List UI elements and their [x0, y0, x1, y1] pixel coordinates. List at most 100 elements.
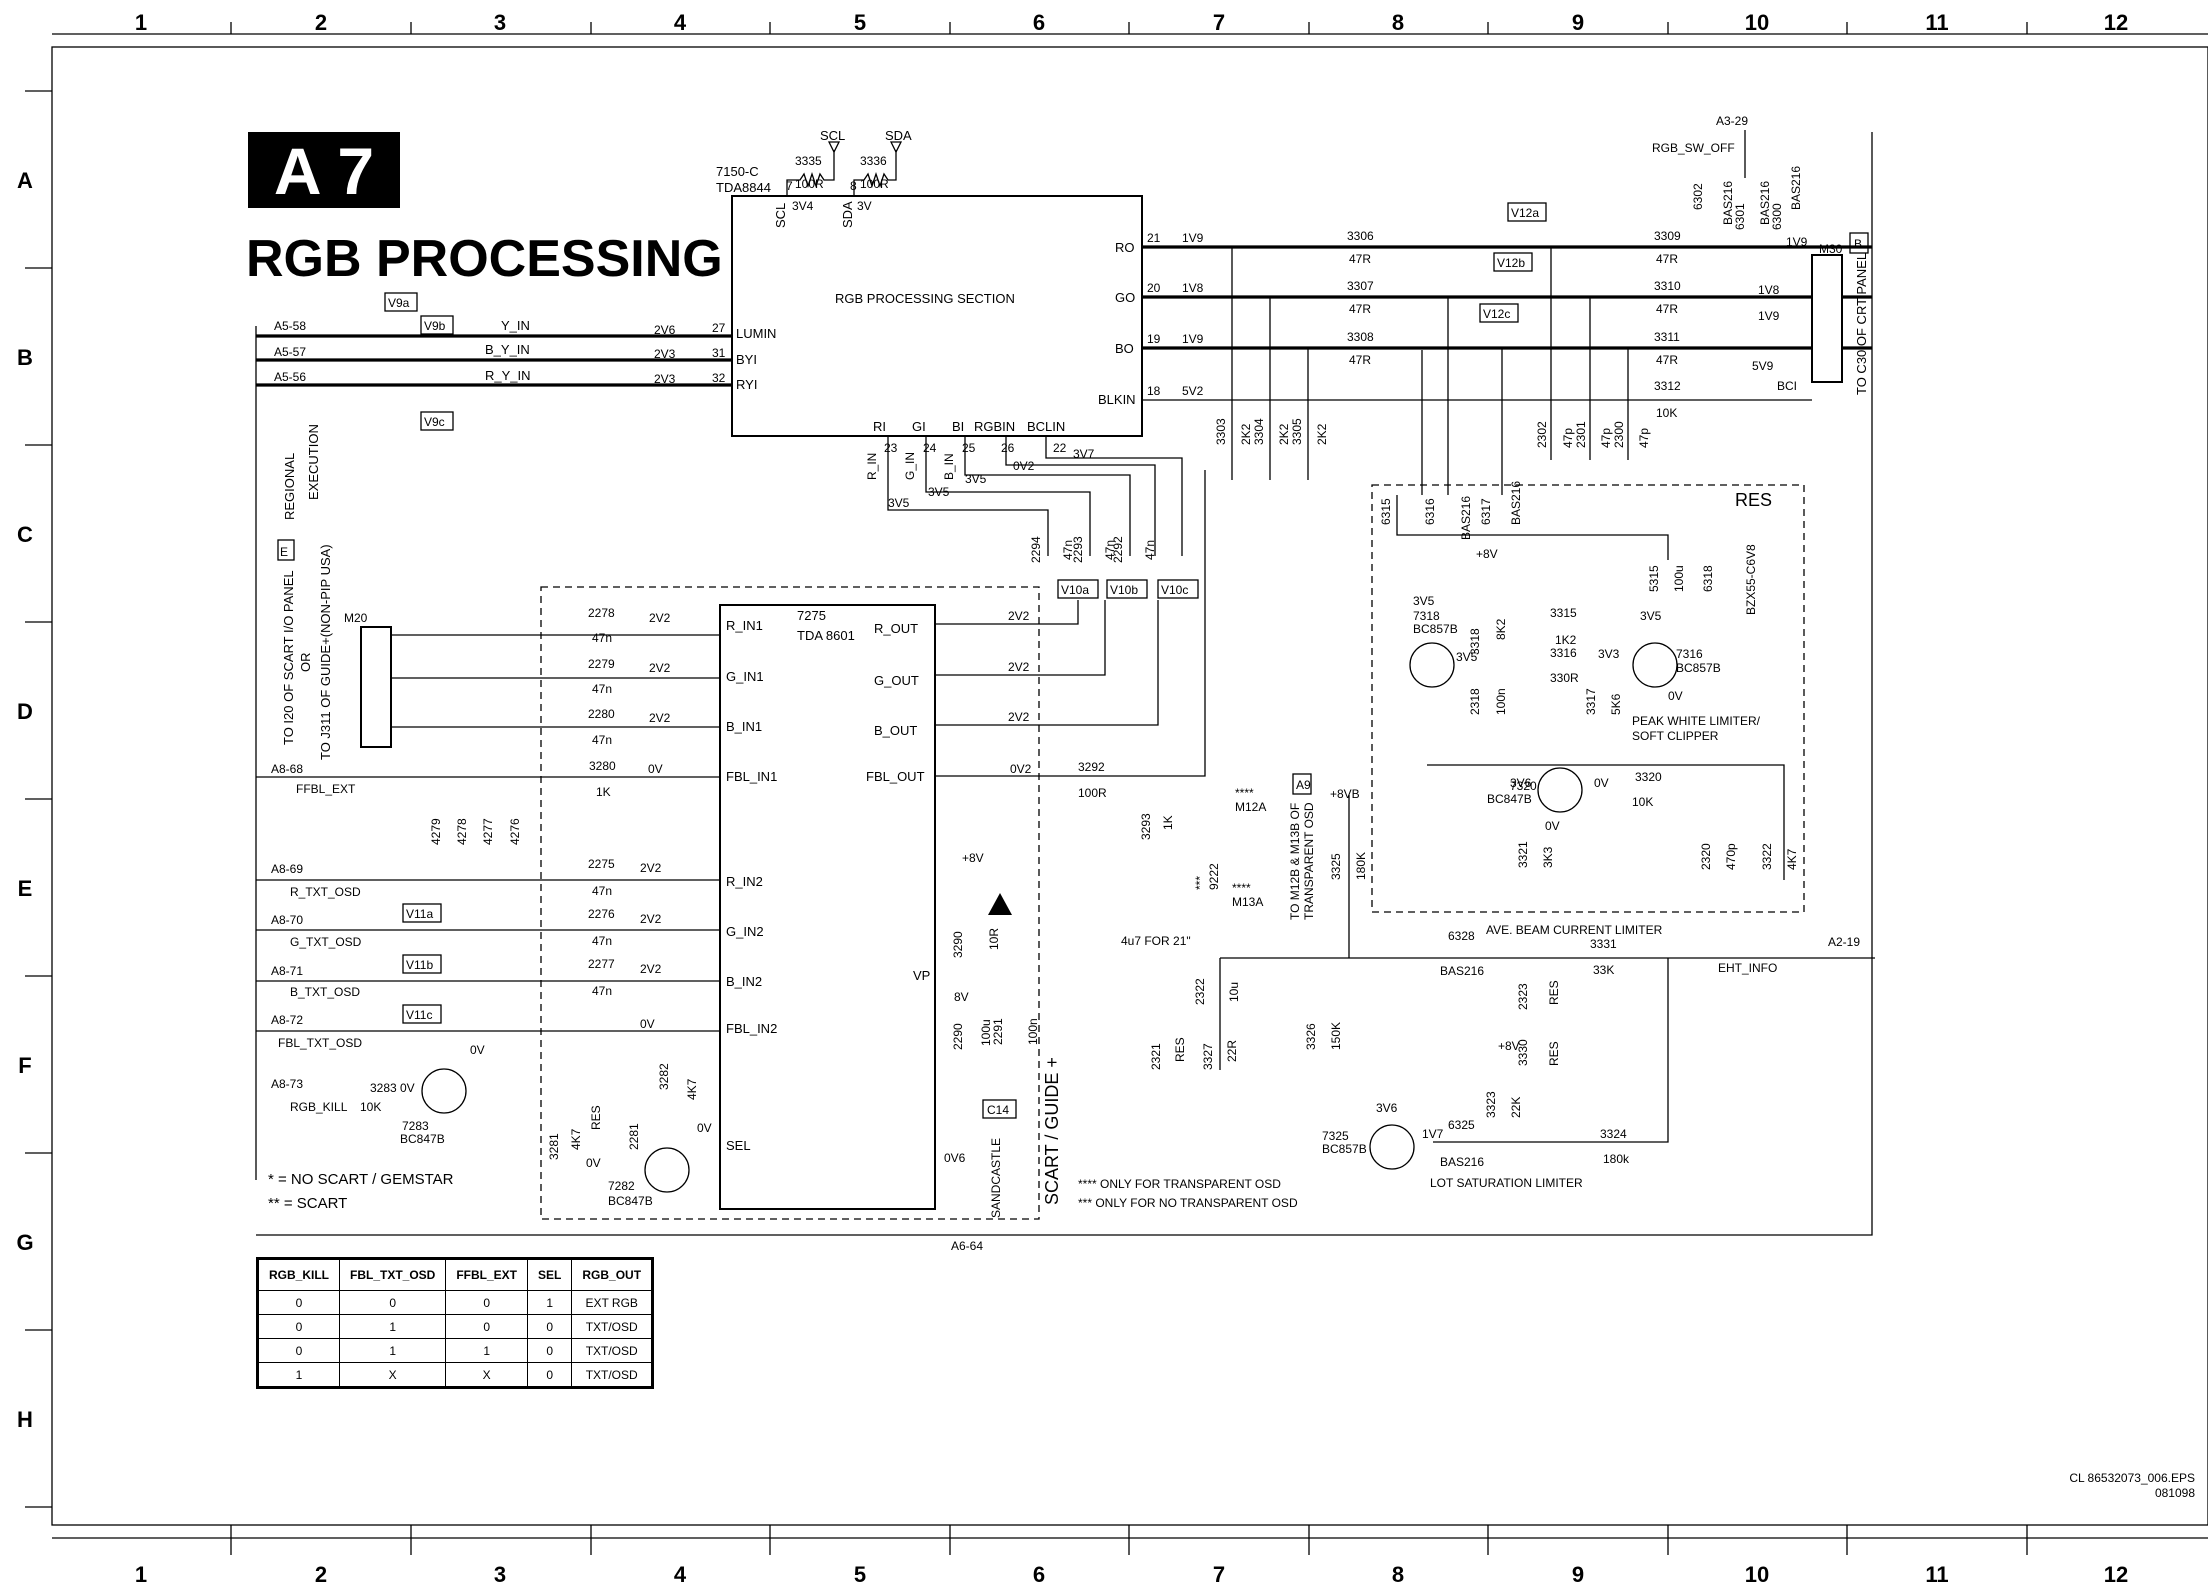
table-cell: 0 [338, 1290, 447, 1315]
svg-text:3327: 3327 [1201, 1043, 1215, 1070]
svg-text:BC857B: BC857B [1413, 622, 1458, 636]
svg-text:BC847B: BC847B [400, 1132, 445, 1146]
svg-text:2301: 2301 [1574, 421, 1588, 448]
svg-text:2320: 2320 [1699, 843, 1713, 870]
svg-text:TO J311 OF GUIDE+(NON-PIP USA): TO J311 OF GUIDE+(NON-PIP USA) [318, 544, 333, 760]
svg-text:3V5: 3V5 [1456, 650, 1478, 664]
svg-text:B_OUT: B_OUT [874, 723, 917, 738]
svg-text:A9: A9 [1296, 778, 1311, 792]
svg-text:B_IN1: B_IN1 [726, 719, 762, 734]
svg-text:12: 12 [2104, 10, 2128, 35]
svg-text:100u: 100u [979, 1019, 993, 1046]
svg-text:A8-71: A8-71 [271, 964, 303, 978]
svg-text:3323: 3323 [1484, 1091, 1498, 1118]
svg-text:M30: M30 [1819, 242, 1843, 256]
svg-text:0V: 0V [586, 1156, 601, 1170]
svg-text:22R: 22R [1225, 1040, 1239, 1062]
svg-text:PEAK WHITE LIMITER/: PEAK WHITE LIMITER/ [1632, 714, 1761, 728]
svg-text:AVE. BEAM CURRENT LIMITER: AVE. BEAM CURRENT LIMITER [1486, 923, 1663, 937]
svg-text:22: 22 [1053, 441, 1067, 455]
svg-text:RGB_KILL: RGB_KILL [290, 1100, 348, 1114]
svg-text:47R: 47R [1656, 252, 1678, 266]
svg-text:0V: 0V [400, 1081, 415, 1095]
svg-text:BC857B: BC857B [1322, 1142, 1367, 1156]
svg-text:LUMIN: LUMIN [736, 326, 776, 341]
svg-text:2V2: 2V2 [1008, 609, 1030, 623]
drawing-frame [51, 46, 2208, 1526]
svg-text:32: 32 [712, 371, 726, 385]
svg-text:3315: 3315 [1550, 606, 1577, 620]
svg-text:7150-C: 7150-C [716, 164, 759, 179]
svg-text:6: 6 [1033, 10, 1045, 35]
svg-text:4278: 4278 [455, 818, 469, 845]
svg-text:SDA: SDA [840, 201, 855, 228]
svg-text:2V2: 2V2 [649, 611, 671, 625]
svg-text:6301: 6301 [1733, 203, 1747, 230]
svg-text:R_TXT_OSD: R_TXT_OSD [290, 885, 361, 899]
svg-text:R_IN1: R_IN1 [726, 618, 763, 633]
svg-text:BAS216: BAS216 [1721, 181, 1735, 225]
svg-text:3V5: 3V5 [965, 472, 987, 486]
svg-text:+8V: +8V [962, 851, 984, 865]
svg-text:R_IN2: R_IN2 [726, 874, 763, 889]
svg-text:FBL_OUT: FBL_OUT [866, 769, 925, 784]
svg-text:3331: 3331 [1590, 937, 1617, 951]
svg-text:47p: 47p [1599, 428, 1613, 448]
table-cell: 0 [527, 1338, 573, 1363]
svg-text:SDA: SDA [885, 128, 912, 143]
svg-text:3304: 3304 [1252, 418, 1266, 445]
table-row: 0 1 0 0 TXT/OSD [257, 1314, 654, 1339]
svg-text:2321: 2321 [1149, 1043, 1163, 1070]
svg-text:V10b: V10b [1110, 583, 1138, 597]
svg-text:100R: 100R [860, 177, 889, 191]
scart-connector: REGIONAL EXECUTION TO I20 OF SCART I/O P… [277, 424, 392, 760]
svg-text:3336: 3336 [860, 154, 887, 168]
svg-text:0V: 0V [697, 1121, 712, 1135]
svg-text:3V4: 3V4 [792, 199, 814, 213]
svg-text:8V: 8V [954, 990, 969, 1004]
table-cell: TXT/OSD [571, 1362, 654, 1388]
svg-text:100n: 100n [1494, 688, 1508, 715]
svg-text:21: 21 [1147, 231, 1161, 245]
svg-text:A6-64: A6-64 [951, 1239, 983, 1253]
svg-text:47n: 47n [592, 733, 612, 747]
svg-text:2300: 2300 [1612, 421, 1626, 448]
svg-text:FBL_IN2: FBL_IN2 [726, 1021, 777, 1036]
svg-text:5315: 5315 [1647, 565, 1661, 592]
svg-text:24: 24 [923, 441, 937, 455]
svg-text:OR: OR [298, 653, 313, 673]
svg-text:4: 4 [674, 10, 687, 35]
svg-text:47R: 47R [1349, 353, 1371, 367]
svg-text:26: 26 [1001, 441, 1015, 455]
svg-text:0V: 0V [1545, 819, 1560, 833]
svg-text:3V7: 3V7 [1073, 447, 1095, 461]
svg-text:1V9: 1V9 [1182, 231, 1204, 245]
ic-tda8844 [731, 195, 1143, 437]
svg-text:180k: 180k [1603, 1152, 1630, 1166]
truth-table-header: RGB_KILL FBL_TXT_OSD FFBL_EXT SEL RGB_OU… [257, 1258, 654, 1291]
svg-text:9222: 9222 [1207, 863, 1221, 890]
svg-text:FBL_IN1: FBL_IN1 [726, 769, 777, 784]
svg-text:BO: BO [1115, 341, 1134, 356]
svg-text:47p: 47p [1561, 428, 1575, 448]
svg-text:RGB PROCESSING SECTION: RGB PROCESSING SECTION [835, 291, 1015, 306]
svg-text:5V9: 5V9 [1752, 359, 1774, 373]
table-cell: 0 [527, 1362, 573, 1388]
svg-text:V11c: V11c [406, 1008, 432, 1022]
svg-text:2V2: 2V2 [649, 711, 671, 725]
svg-text:10: 10 [1745, 10, 1769, 35]
svg-text:B: B [1854, 237, 1862, 251]
svg-text:33K: 33K [1593, 963, 1614, 977]
svg-text:7320: 7320 [1510, 779, 1537, 793]
grid-row-labels: A B C D E F G H [16, 168, 33, 1432]
table-cell: 1 [338, 1338, 447, 1363]
svg-text:2V2: 2V2 [640, 912, 662, 926]
svg-text:2276: 2276 [588, 907, 615, 921]
svg-text:3V5: 3V5 [1413, 594, 1435, 608]
rgb-switch-connections: R_IN G_IN B_IN 23 24 25 26 22 0V2 3V7 3V… [865, 436, 1206, 840]
svg-text:RES: RES [1735, 490, 1772, 510]
svg-text:47n: 47n [592, 631, 612, 645]
svg-text:+8VB: +8VB [1330, 787, 1360, 801]
svg-text:A8-70: A8-70 [271, 913, 303, 927]
